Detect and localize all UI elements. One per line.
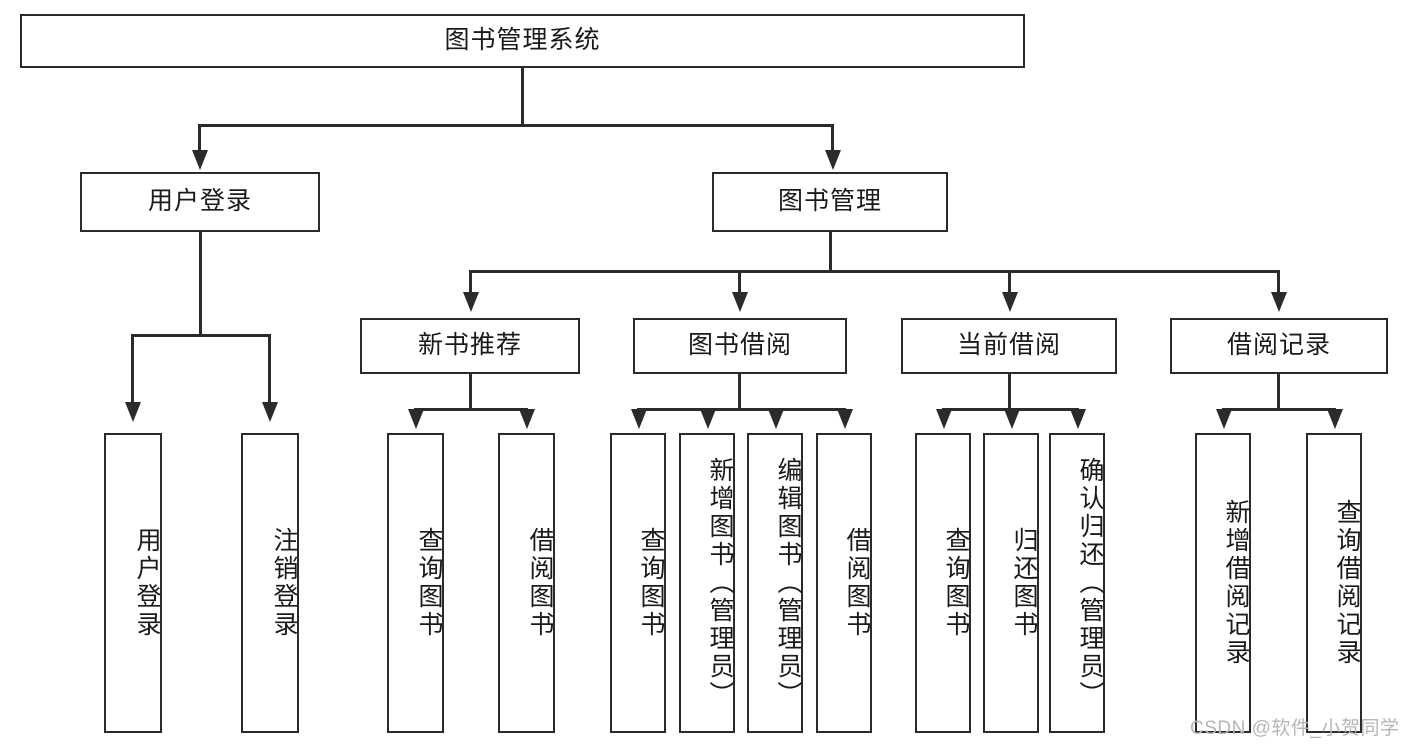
- node-label: 借阅图书: [843, 527, 871, 639]
- arrowhead-current-borrow: [1002, 292, 1018, 312]
- edge-borrow-record-bus: [1222, 408, 1336, 411]
- edge-borrow-record-stem: [1277, 374, 1280, 410]
- arrowhead-leaf-query-book-3: [936, 409, 952, 429]
- arrowhead-leaf-query-record: [1327, 409, 1343, 429]
- node-label: 查询图书: [942, 527, 970, 639]
- node-label: 用户登录: [147, 187, 252, 216]
- edge-to-leaf-user-login: [131, 334, 134, 404]
- edge-book-management-stem: [829, 232, 832, 272]
- arrowhead-leaf-add-book: [700, 409, 716, 429]
- edge-new-book-recommend-bus: [414, 408, 528, 411]
- node-label: 新书推荐: [417, 331, 522, 360]
- node-label: 确认归还（管理员）: [1076, 457, 1104, 709]
- edge-to-leaf-logout-login: [268, 334, 271, 404]
- edge-user-login-bus: [131, 334, 271, 337]
- leaf-return-book[interactable]: 归还图书: [983, 433, 1039, 733]
- edge-root-bus: [198, 124, 834, 127]
- node-label: 借阅图书: [526, 527, 554, 639]
- arrowhead-leaf-borrow-book-1: [519, 409, 535, 429]
- arrowhead-leaf-user-login: [125, 402, 141, 422]
- edge-current-borrow-stem: [1008, 374, 1011, 410]
- leaf-add-book[interactable]: 新增图书（管理员）: [679, 433, 735, 733]
- edge-user-login-stem: [199, 232, 202, 336]
- edge-root-stem: [521, 68, 524, 125]
- edge-root-to-book-management: [831, 124, 834, 152]
- arrowhead-book-borrow: [732, 292, 748, 312]
- leaf-user-login[interactable]: 用户登录: [104, 433, 162, 733]
- node-label: 图书管理系统: [444, 26, 601, 55]
- node-label: 编辑图书（管理员）: [774, 457, 802, 709]
- arrowhead-leaf-confirm-return: [1070, 409, 1086, 429]
- node-book-borrow[interactable]: 图书借阅: [633, 318, 847, 374]
- node-label: 新增图书（管理员）: [706, 457, 734, 709]
- leaf-borrow-book-2[interactable]: 借阅图书: [816, 433, 872, 733]
- edge-to-book-borrow: [738, 270, 741, 294]
- arrowhead-leaf-edit-book: [768, 409, 784, 429]
- leaf-edit-book[interactable]: 编辑图书（管理员）: [747, 433, 803, 733]
- arrowhead-leaf-add-record: [1216, 409, 1232, 429]
- arrowhead-leaf-logout-login: [262, 402, 278, 422]
- leaf-borrow-book-1[interactable]: 借阅图书: [498, 433, 555, 733]
- leaf-query-book-1[interactable]: 查询图书: [387, 433, 444, 733]
- leaf-query-record[interactable]: 查询借阅记录: [1306, 433, 1362, 733]
- leaf-query-book-2[interactable]: 查询图书: [610, 433, 666, 733]
- edge-root-to-user-login: [198, 124, 201, 152]
- leaf-confirm-return[interactable]: 确认归还（管理员）: [1049, 433, 1105, 733]
- arrowhead-leaf-borrow-book-2: [837, 409, 853, 429]
- edge-new-book-recommend-stem: [469, 374, 472, 410]
- node-label: 当前借阅: [956, 331, 1061, 360]
- arrowhead-leaf-query-book-2: [631, 409, 647, 429]
- node-current-borrow[interactable]: 当前借阅: [901, 318, 1117, 374]
- node-label: 新增借阅记录: [1222, 499, 1250, 667]
- node-book-management[interactable]: 图书管理: [712, 172, 948, 232]
- arrowhead-leaf-query-book-1: [408, 409, 424, 429]
- node-label: 查询图书: [637, 527, 665, 639]
- node-label: 借阅记录: [1226, 331, 1331, 360]
- leaf-query-book-3[interactable]: 查询图书: [915, 433, 971, 733]
- node-user-login[interactable]: 用户登录: [80, 172, 320, 232]
- node-label: 图书管理: [777, 187, 882, 216]
- node-label: 查询图书: [415, 527, 443, 639]
- leaf-add-record[interactable]: 新增借阅记录: [1195, 433, 1251, 733]
- arrowhead-leaf-return-book: [1004, 409, 1020, 429]
- leaf-logout-login[interactable]: 注销登录: [241, 433, 299, 733]
- arrowhead-new-book-recommend: [463, 292, 479, 312]
- node-label: 归还图书: [1010, 527, 1038, 639]
- arrowhead-user-login: [192, 150, 208, 170]
- node-borrow-record[interactable]: 借阅记录: [1170, 318, 1388, 374]
- edge-to-borrow-record: [1277, 270, 1280, 294]
- csdn-watermark: CSDN @软件_小贺同学: [1190, 718, 1400, 739]
- node-new-book-recommend[interactable]: 新书推荐: [360, 318, 580, 374]
- edge-to-new-book-recommend: [469, 270, 472, 294]
- edge-book-borrow-bus: [637, 408, 846, 411]
- node-label: 注销登录: [270, 527, 298, 639]
- edge-book-borrow-stem: [738, 374, 741, 410]
- arrowhead-borrow-record: [1271, 292, 1287, 312]
- node-label: 用户登录: [133, 527, 161, 639]
- node-label: 查询借阅记录: [1333, 499, 1361, 667]
- node-label: 图书借阅: [687, 331, 792, 360]
- arrowhead-book-management: [825, 150, 841, 170]
- edge-to-current-borrow: [1008, 270, 1011, 294]
- node-root-system[interactable]: 图书管理系统: [20, 14, 1025, 68]
- edge-book-management-bus: [469, 270, 1280, 273]
